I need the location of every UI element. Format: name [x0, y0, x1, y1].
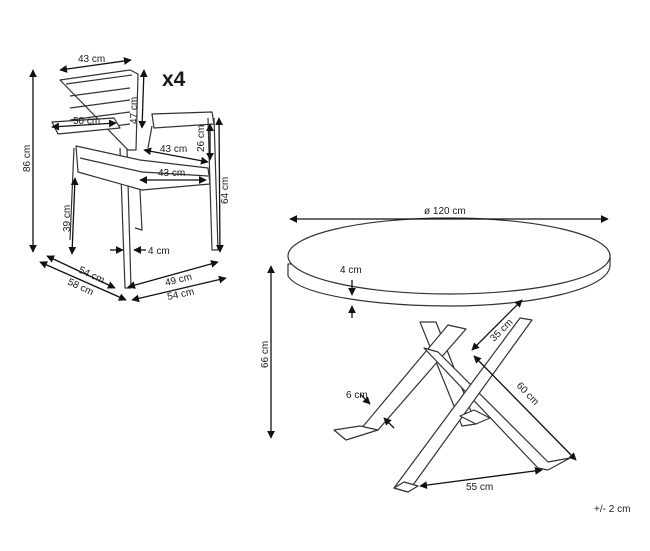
dim-top-thickness: 4 cm: [340, 265, 362, 276]
dim-back-width: 43 cm: [78, 54, 105, 65]
dim-armrest-above-seat: 26 cm: [196, 125, 207, 152]
dim-armrest-length: 50 cm: [73, 116, 100, 127]
chair-dimensions: 43 cm 47 cm 50 cm 43 cm 43 cm 26 cm 64 c…: [22, 54, 231, 303]
dim-seat-depth-inner: 43 cm: [160, 144, 187, 155]
dim-leg-width: 4 cm: [148, 246, 170, 257]
dim-back-height: 47 cm: [129, 97, 140, 124]
dim-leg-width-table: 6 cm: [346, 390, 368, 401]
table-dimensions: ø 120 cm 4 cm 66 cm 35 cm 60 cm 6 cm 55 …: [260, 206, 609, 493]
dim-leg-diagonal: 60 cm: [514, 380, 541, 407]
dim-table-height: 66 cm: [260, 341, 271, 368]
dim-seat-height: 39 cm: [62, 205, 73, 232]
dim-total-height: 86 cm: [22, 145, 33, 172]
dim-seat-width-inner: 43 cm: [158, 168, 185, 179]
dim-table-diameter: ø 120 cm: [424, 206, 466, 217]
table-drawing: [287, 217, 611, 493]
tolerance-note: +/- 2 cm: [594, 504, 630, 515]
dim-foot-span: 55 cm: [466, 482, 493, 493]
quantity-label: x4: [162, 68, 186, 91]
dim-total-width: 54 cm: [166, 287, 195, 303]
dim-armrest-height: 64 cm: [220, 177, 231, 204]
